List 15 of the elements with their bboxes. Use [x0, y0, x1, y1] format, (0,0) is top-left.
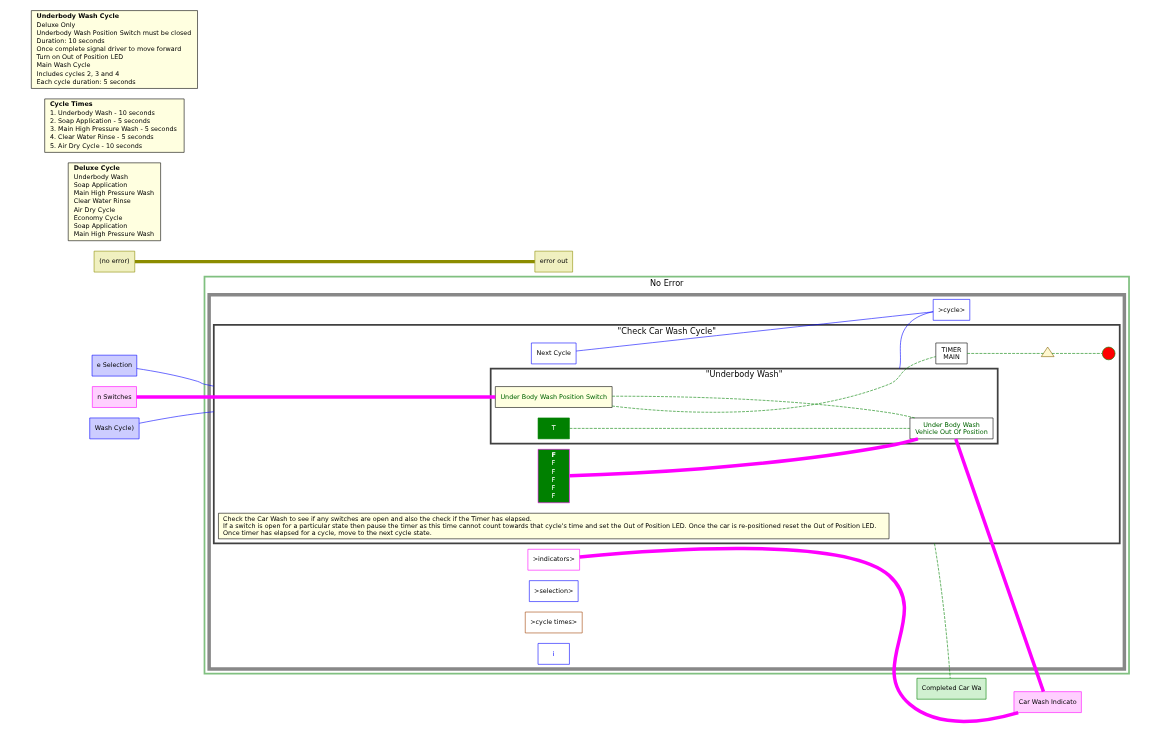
connector [611, 356, 936, 413]
connector [611, 395, 915, 419]
connector [138, 411, 214, 424]
connector [933, 543, 950, 679]
node-circle [1101, 346, 1115, 361]
connector [568, 437, 918, 478]
connector [575, 311, 933, 352]
connector [136, 368, 214, 387]
node-triangle [1040, 346, 1054, 357]
connector [568, 428, 910, 429]
connector [898, 311, 933, 369]
connector [579, 546, 1019, 724]
connector [953, 438, 1045, 693]
connector [136, 395, 495, 399]
connector [134, 259, 535, 264]
